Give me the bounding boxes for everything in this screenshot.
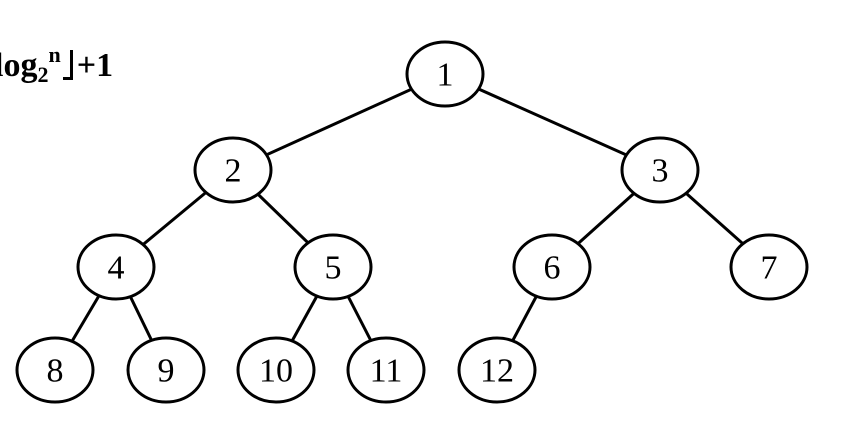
- tree-node-11: 11: [346, 336, 426, 404]
- tree-node-label: 3: [652, 153, 669, 190]
- tree-node-8: 8: [15, 336, 95, 404]
- tree-edges: [53, 72, 770, 371]
- tree-node-circle: [457, 336, 537, 404]
- tree-node-label: 5: [325, 250, 342, 287]
- tree-node-12: 12: [457, 336, 537, 404]
- tree-node-10: 10: [236, 336, 316, 404]
- tree-node-circle: [236, 336, 316, 404]
- tree-node-2: 2: [193, 136, 273, 204]
- tree-edge-1-2: [232, 72, 446, 172]
- tree-node-7: 7: [729, 233, 809, 301]
- tree-node-label: 9: [158, 353, 175, 390]
- formula-log-text: log: [0, 47, 38, 84]
- tree-node-label: 7: [761, 250, 778, 287]
- tree-node-6: 6: [512, 233, 592, 301]
- tree-node-4: 4: [76, 233, 156, 301]
- formula-base: 2: [37, 62, 49, 87]
- tree-node-label: 4: [108, 250, 125, 287]
- floor-bracket-icon: [62, 50, 73, 80]
- tree-node-circle: [76, 233, 156, 301]
- tree-node-circle: [729, 233, 809, 301]
- tree-node-circle: [15, 336, 95, 404]
- tree-node-3: 3: [620, 136, 700, 204]
- tree-node-label: 2: [225, 153, 242, 190]
- tree-node-circle: [293, 233, 373, 301]
- tree-node-circle: [193, 136, 273, 204]
- tree-node-1: 1: [405, 40, 485, 108]
- formula-suffix: +1: [76, 47, 114, 84]
- formula-exponent: n: [48, 42, 61, 67]
- tree-node-circle: [620, 136, 700, 204]
- tree-node-circle: [126, 336, 206, 404]
- tree-node-circle: [405, 40, 485, 108]
- tree-node-label: 1: [437, 57, 454, 94]
- tree-node-circle: [346, 336, 426, 404]
- tree-node-label: 12: [480, 353, 514, 390]
- tree-node-label: 10: [259, 353, 293, 390]
- tree-edge-1-3: [444, 72, 661, 172]
- tree-node-9: 9: [126, 336, 206, 404]
- tree-node-label: 6: [544, 250, 561, 287]
- tree-node-label: 8: [47, 353, 64, 390]
- height-formula: log2n +1: [0, 44, 113, 86]
- tree-node-label: 11: [370, 353, 403, 390]
- tree-node-5: 5: [293, 233, 373, 301]
- tree-node-circle: [512, 233, 592, 301]
